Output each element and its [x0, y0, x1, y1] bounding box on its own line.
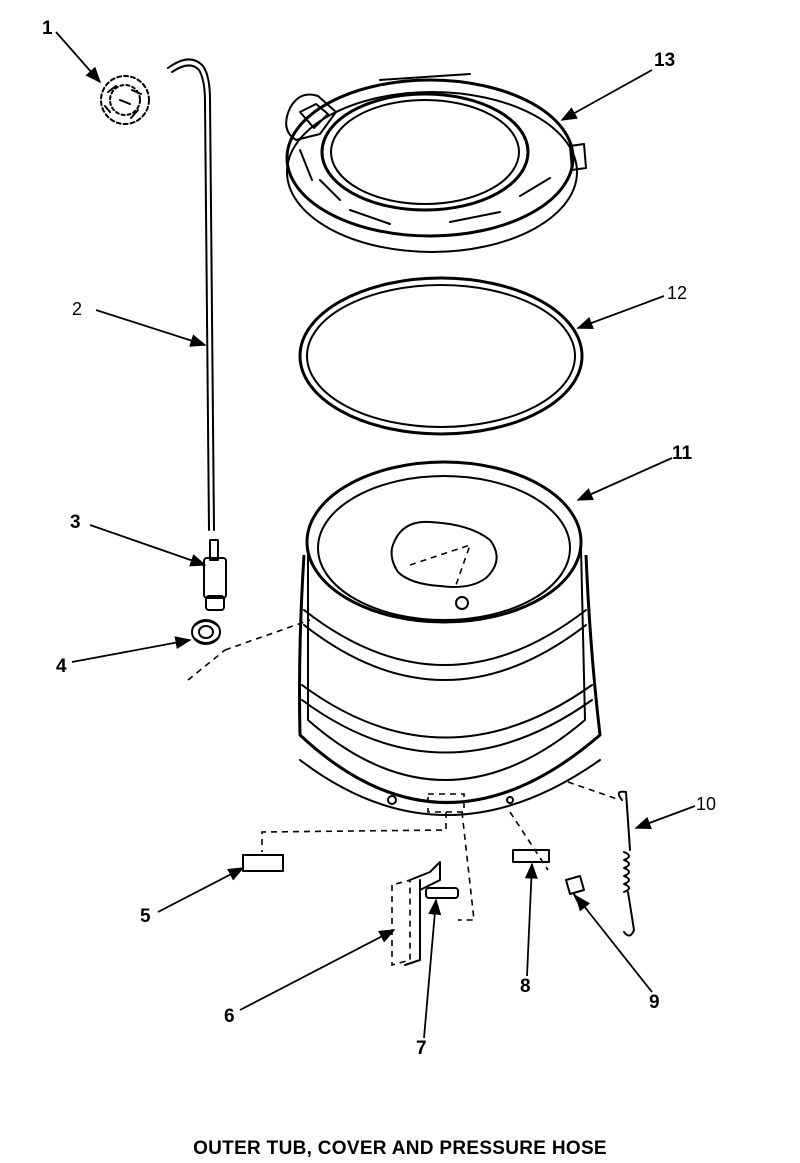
leader-10 [634, 805, 696, 829]
part-1-clamp [100, 75, 150, 125]
leader-3 [89, 524, 207, 567]
leader-12 [576, 295, 665, 329]
callout-9: 9 [649, 992, 660, 1013]
leader-lines [55, 31, 696, 1039]
part-5-pad [242, 854, 284, 872]
part-12-gasket [298, 276, 584, 436]
callout-2: 2 [72, 299, 82, 319]
part-10-spring [617, 790, 635, 937]
leader-4 [71, 636, 192, 663]
part-9-screw [565, 875, 585, 903]
leader-1 [55, 31, 102, 84]
callout-13: 13 [654, 50, 675, 71]
callout-4: 4 [56, 656, 67, 677]
callout-7: 7 [416, 1038, 427, 1059]
part-3-air-dome [203, 539, 227, 611]
callout-6: 6 [224, 1006, 235, 1027]
dashline-10 [567, 781, 621, 801]
callout-5: 5 [140, 906, 151, 927]
dashline-5 [261, 812, 447, 852]
callout-1: 1 [42, 18, 53, 39]
part-7-clip [425, 887, 459, 899]
leader-9 [574, 894, 653, 993]
diagram-caption: OUTER TUB, COVER AND PRESSURE HOSE [193, 1138, 607, 1159]
callout-11: 11 [672, 443, 693, 464]
dashline-7 [458, 811, 475, 921]
leader-2 [95, 309, 207, 347]
part-13-tub-cover [285, 73, 587, 253]
part-8-bumper [512, 849, 550, 863]
leader-5 [157, 867, 245, 913]
leader-6 [239, 929, 396, 1011]
part-11-outer-tub [298, 460, 602, 816]
callout-8: 8 [520, 976, 531, 997]
callout-12: 12 [667, 283, 687, 303]
leader-7 [423, 898, 442, 1039]
callout-3: 3 [70, 512, 81, 533]
leader-13 [560, 69, 653, 121]
callout-10: 10 [696, 794, 716, 814]
leader-8 [524, 862, 538, 977]
leader-11 [576, 457, 673, 501]
dashline-4-to-tub [187, 619, 311, 681]
part-4-grommet [191, 619, 221, 645]
part-2-pressure-hose [167, 58, 215, 531]
dashline-8-9 [509, 811, 549, 871]
part-6-bracket [391, 861, 441, 967]
